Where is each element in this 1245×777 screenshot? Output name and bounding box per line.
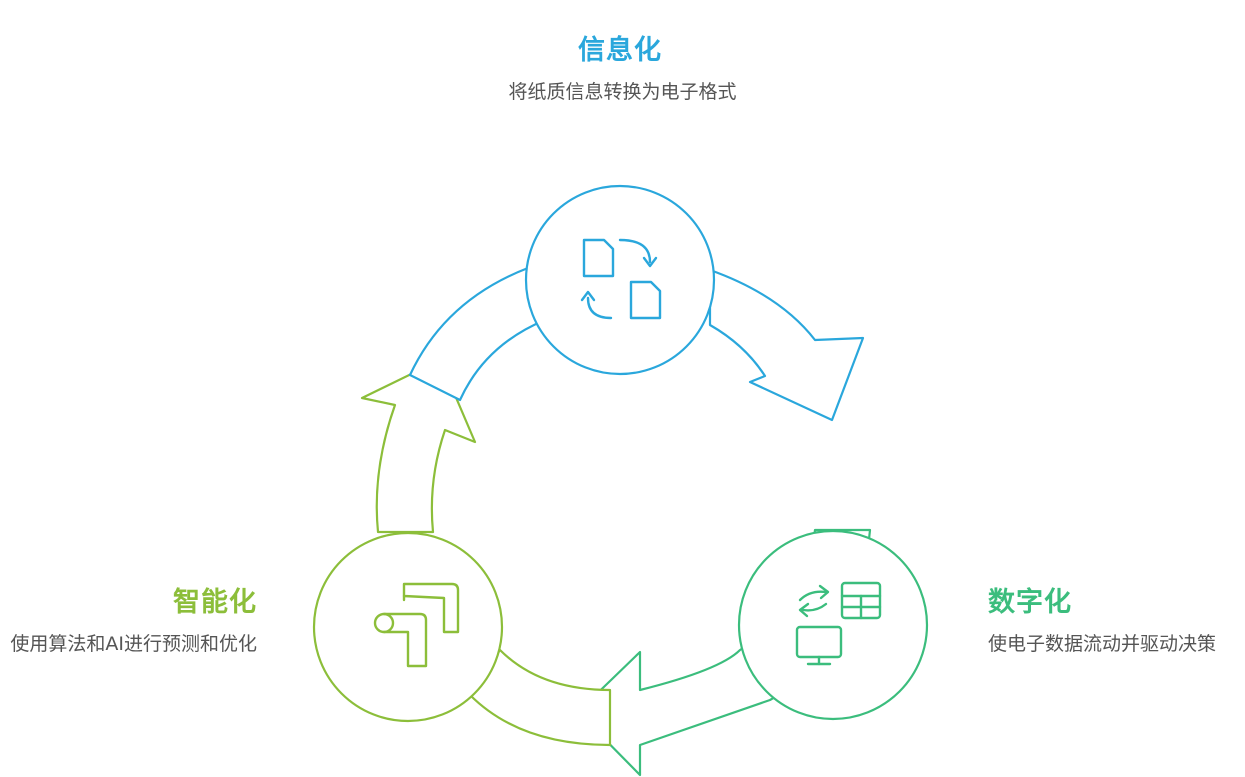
data-flow-monitor-icon <box>795 581 882 666</box>
stage-circle-informatization <box>524 184 716 376</box>
stage-title-intelligentization: 智能化 <box>173 587 257 618</box>
ai-pipeline-icon <box>373 582 460 668</box>
stage-description-intelligentization: 使用算法和AI进行预测和优化 <box>10 633 257 655</box>
document-convert-icon <box>580 238 662 320</box>
stage-description-digitalization: 使电子数据流动并驱动决策 <box>988 633 1217 655</box>
cycle-arc-left-top <box>408 266 547 402</box>
stage-circle-digitalization <box>737 529 929 721</box>
stage-title-digitalization: 数字化 <box>988 587 1072 618</box>
stage-title-informatization: 信息化 <box>578 35 662 66</box>
cycle-arrow-info-to-digital <box>708 268 865 422</box>
stage-description-informatization: 将纸质信息转换为电子格式 <box>508 81 737 103</box>
stage-circle-intelligentization <box>312 531 504 723</box>
